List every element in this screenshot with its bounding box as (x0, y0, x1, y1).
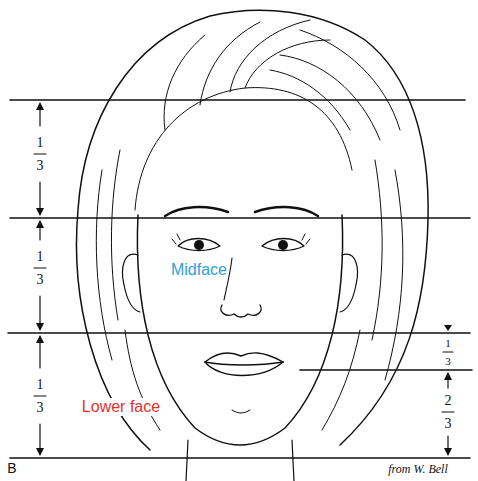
fraction-numerator: 1 (37, 250, 44, 264)
fraction-denominator: 3 (37, 159, 44, 173)
fraction-denominator: 3 (445, 356, 451, 367)
fraction-denominator: 3 (445, 417, 452, 431)
fraction-numerator: 1 (37, 378, 44, 392)
fraction-denominator: 3 (37, 401, 44, 415)
region-label: Midface (171, 262, 227, 278)
source-credit: from W. Bell (388, 463, 447, 475)
region-label: Lower face (80, 398, 162, 416)
fraction-denominator: 3 (37, 273, 44, 287)
fraction-numerator: 2 (445, 394, 452, 408)
fraction-numerator: 1 (445, 338, 451, 349)
fraction-numerator: 1 (37, 136, 44, 150)
panel-letter: B (7, 461, 16, 475)
